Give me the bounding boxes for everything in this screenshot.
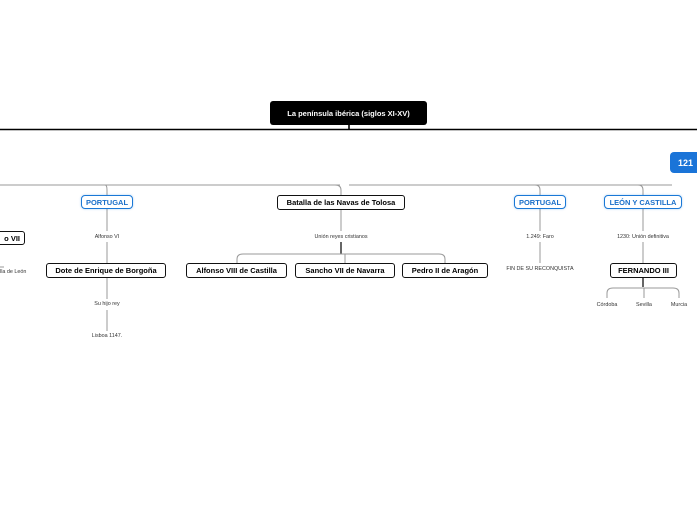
text-su-hijo-rey: Su hijo rey (94, 301, 120, 307)
text-union-reyes: Unión reyes cristianos (314, 234, 368, 240)
text-alfonso-vi: Alfonso VI (94, 234, 120, 240)
topic-alfonso-viii[interactable]: Alfonso VIII de Castilla (186, 263, 287, 278)
text-fin-reconquista: FIN DE SU RECONQUISTA (506, 266, 574, 272)
text-faro: 1.249: Faro (526, 234, 554, 240)
topic-partial-right[interactable]: 121 (670, 152, 697, 173)
topic-partial-left[interactable]: o VII (0, 231, 25, 245)
text-lisboa: Lisboa 1147. (91, 333, 123, 339)
text-murcia: Murcia (670, 302, 688, 308)
text-partial-left: lla de León (0, 269, 27, 275)
text-cordoba: Córdoba (596, 302, 618, 308)
topic-fernando-iii[interactable]: FERNANDO III (610, 263, 677, 278)
topic-portugal-left[interactable]: PORTUGAL (81, 195, 133, 209)
text-sevilla: Sevilla (636, 302, 652, 308)
topic-dote-enrique[interactable]: Dote de Enrique de Borgoña (46, 263, 166, 278)
topic-portugal-right[interactable]: PORTUGAL (514, 195, 566, 209)
topic-navas-tolosa[interactable]: Batalla de las Navas de Tolosa (277, 195, 405, 210)
topic-sancho-vii[interactable]: Sancho VII de Navarra (295, 263, 395, 278)
root-topic[interactable]: La península ibérica (siglos XI-XV) (270, 101, 427, 125)
topic-leon-castilla[interactable]: LEÓN Y CASTILLA (604, 195, 682, 209)
topic-pedro-ii[interactable]: Pedro II de Aragón (402, 263, 488, 278)
text-union-definitiva: 1230: Unión definitiva (617, 234, 669, 240)
